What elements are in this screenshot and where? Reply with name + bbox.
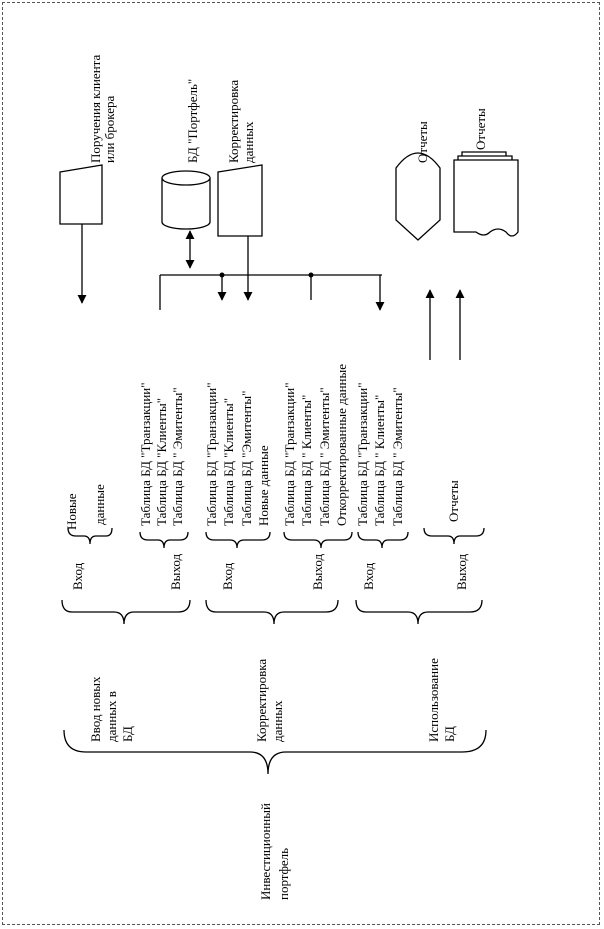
g2-output-text-1: Таблица БД "Транзакции" xyxy=(282,382,297,526)
root-label-line2: портфель xyxy=(276,848,291,900)
reports-docs-label: Отчеты xyxy=(473,108,488,150)
orders-label-line1: Поручения клиента xyxy=(88,55,103,163)
g1-label-line3: БД xyxy=(120,726,135,742)
g3-output-text-1: Отчеты xyxy=(446,480,461,522)
reports-documents-icon xyxy=(453,151,519,237)
reports-display-label: Отчеты xyxy=(415,121,430,163)
g3-input-bracket xyxy=(357,531,409,549)
g2-input-text-2: Таблица БД "Клиенты" xyxy=(221,398,236,526)
g1-output-label: Выход xyxy=(168,553,183,590)
g2-output-label: Выход xyxy=(310,553,325,590)
reports-display-shape xyxy=(395,152,441,241)
g2-output-text-4: Откорректированные данные xyxy=(334,364,349,526)
g2-input-bracket xyxy=(205,531,271,549)
g2-label-line2: данных xyxy=(270,700,285,742)
g1-output-text-2: Таблица БД "Клиенты" xyxy=(154,398,169,526)
g2-io-bracket xyxy=(205,599,339,625)
orders-label-line2: или брокера xyxy=(102,95,117,163)
g1-label-line1: Ввод новых xyxy=(88,676,103,742)
g2-output-text-2: Таблица БД " Клиенты" xyxy=(299,395,314,526)
correction-label-line1: Корректировка xyxy=(226,80,241,163)
db-label: БД "Портфель" xyxy=(185,79,200,163)
g2-input-text-4: Новые данные xyxy=(256,445,271,526)
g1-input-text-2: данные xyxy=(92,484,107,525)
g3-output-label: Выход xyxy=(454,553,469,590)
root-bracket xyxy=(63,729,487,775)
g3-label-line1: Использование xyxy=(426,658,441,742)
g2-input-text-3: Таблица БД "Эмитенты" xyxy=(239,391,254,526)
g1-output-bracket xyxy=(139,531,189,549)
g2-label-line1: Корректировка xyxy=(254,659,269,742)
orders-manual-input-shape xyxy=(59,164,103,225)
g2-input-label: Вход xyxy=(220,562,235,590)
g3-input-text-2: Таблица БД " Клиенты" xyxy=(372,395,387,526)
g1-io-bracket xyxy=(61,599,191,625)
g1-output-text-3: Таблица БД " Эмитенты" xyxy=(170,387,185,526)
g2-output-bracket xyxy=(283,531,353,549)
correction-manual-input-shape xyxy=(217,164,263,237)
g1-input-bracket xyxy=(67,527,113,545)
database-cylinder-icon xyxy=(161,170,211,230)
g2-input-text-1: Таблица БД "Транзакции" xyxy=(204,382,219,526)
g2-output-text-3: Таблица БД " Эмитенты" xyxy=(317,387,332,526)
g1-input-text-1: Новые xyxy=(64,493,79,530)
g1-input-label: Вход xyxy=(70,562,85,590)
g3-input-label: Вход xyxy=(361,562,376,590)
g3-input-text-1: Таблица БД "Транзакции" xyxy=(355,382,370,526)
g3-output-bracket xyxy=(423,527,485,545)
g1-label-line2: данных в xyxy=(104,691,119,742)
g3-input-text-3: Таблица БД " Эмитенты" xyxy=(390,387,405,526)
correction-label-line2: данных xyxy=(241,121,256,163)
g3-label-line2: БД xyxy=(442,726,457,742)
g1-output-text-1: Таблица БД "Транзакции" xyxy=(138,382,153,526)
g3-io-bracket xyxy=(355,599,483,625)
root-label-line1: Инвестиционный xyxy=(258,803,273,900)
